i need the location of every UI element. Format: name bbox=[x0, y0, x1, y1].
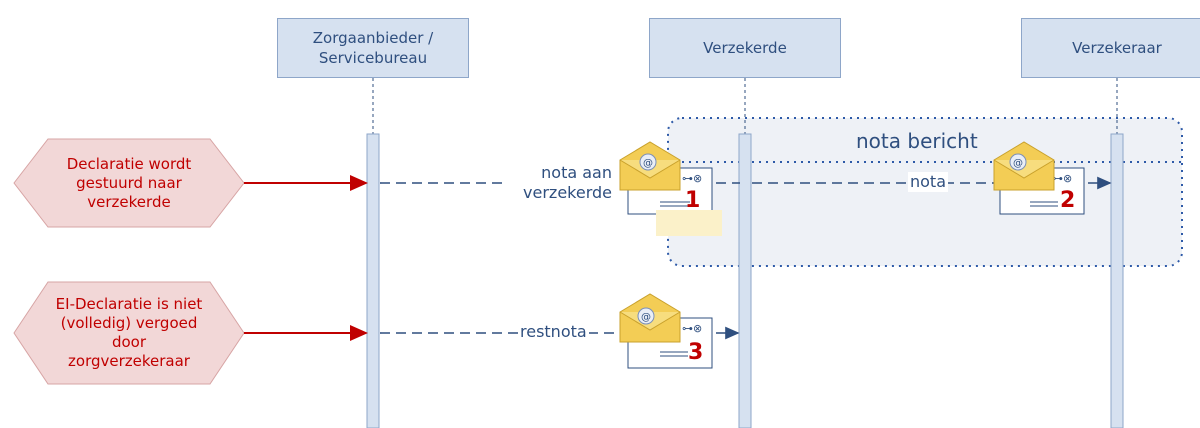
envelope-number-2: 2 bbox=[1060, 188, 1076, 213]
svg-text:⊶⊗: ⊶⊗ bbox=[682, 172, 702, 185]
lane-label-zorgaanbieder: Zorgaanbieder / Servicebureau bbox=[312, 29, 434, 67]
svg-text:⊶⊗: ⊶⊗ bbox=[682, 322, 702, 335]
lane-label-verzekerde: Verzekerde bbox=[703, 39, 787, 57]
envelope-number-1: 1 bbox=[685, 188, 701, 213]
activation-bar-zorgaanbieder bbox=[366, 133, 380, 428]
trigger-label-1: Declaratie wordt gestuurd naar verzekerd… bbox=[66, 154, 192, 211]
activation-bar-verzekeraar bbox=[1110, 133, 1124, 428]
message-label-3: restnota bbox=[518, 322, 589, 342]
svg-text:@: @ bbox=[643, 158, 653, 169]
message-label-2: nota bbox=[908, 172, 949, 192]
activation-bar-verzekerde bbox=[738, 133, 752, 428]
group-label: nota bericht bbox=[856, 129, 978, 153]
nota-bericht-group bbox=[667, 117, 1183, 267]
message-label-1: nota aan verzekerde bbox=[508, 163, 614, 203]
envelope-icon-1: ⊶⊗ @ bbox=[619, 141, 722, 236]
envelope-icon-2: ⊶⊗ @ bbox=[993, 141, 1085, 215]
lane-label-verzekeraar: Verzekeraar bbox=[1072, 39, 1162, 57]
lane-verzekerde: Verzekerde bbox=[649, 18, 841, 78]
svg-text:@: @ bbox=[1013, 158, 1023, 169]
trigger-label-2: EI-Declaratie is niet (volledig) vergoed… bbox=[55, 295, 203, 370]
envelope-number-3: 3 bbox=[688, 340, 704, 365]
svg-text:⊶⊗: ⊶⊗ bbox=[1052, 172, 1072, 185]
envelope-icon-3: ⊶⊗ @ bbox=[619, 293, 713, 369]
lane-verzekeraar: Verzekeraar bbox=[1021, 18, 1200, 78]
svg-text:@: @ bbox=[641, 312, 651, 323]
lane-zorgaanbieder: Zorgaanbieder / Servicebureau bbox=[277, 18, 469, 78]
